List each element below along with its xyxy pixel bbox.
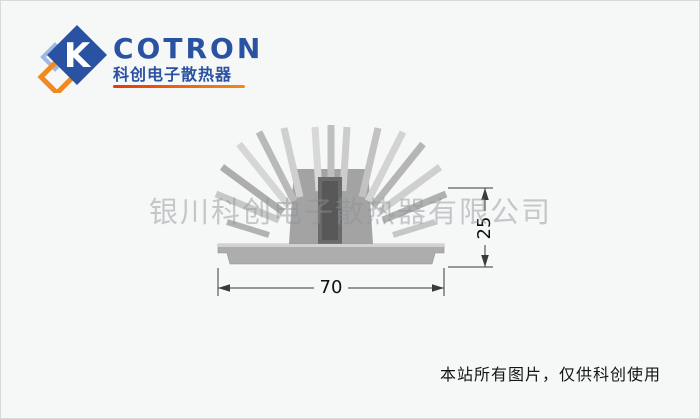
heatsink-fin — [236, 141, 292, 209]
logo-text-block: COTRON 科创电子散热器 — [113, 32, 264, 88]
logo-diamond-blue — [47, 25, 107, 85]
heatsink-fin — [392, 219, 436, 238]
heatsink-fin — [214, 190, 281, 224]
heatsink-fin — [370, 141, 426, 209]
height-label-mask — [474, 211, 495, 245]
heatsink-fin — [376, 164, 443, 215]
heatsink-fin — [364, 130, 407, 203]
heatsink-base-highlight — [218, 244, 444, 247]
heatsink-fin — [280, 127, 304, 198]
arrowhead-left-icon — [218, 284, 230, 292]
brand-underline-accent — [113, 84, 246, 88]
height-dimension-label: 25 — [474, 217, 495, 240]
heatsink-fin — [255, 130, 298, 203]
brand-subtitle: 科创电子散热器 — [113, 64, 263, 88]
footer-notice: 本站所有图片，仅供科创使用 — [439, 365, 661, 384]
heatsink-fin — [339, 126, 351, 192]
width-label-mask — [314, 277, 348, 297]
heatsink-fin — [219, 164, 286, 215]
brand-subtitle-text: 科创电子散热器 — [113, 64, 233, 84]
arrowhead-up-icon — [481, 188, 489, 200]
heatsink-image — [214, 125, 448, 265]
cotron-logo-icon: K — [37, 25, 107, 93]
arrowhead-down-icon — [481, 255, 489, 267]
logo-k-letter: K — [64, 36, 92, 76]
heatsink-fin — [358, 127, 382, 198]
width-dimension-label: 70 — [320, 277, 343, 298]
heatsink-fin — [381, 190, 448, 224]
cotron-logo: K COTRON 科创电子散热器 — [37, 25, 263, 93]
brand-name: COTRON — [113, 32, 264, 66]
heatsink-fin — [226, 219, 270, 238]
heatsink-slot-inner — [322, 181, 338, 240]
arrowhead-right-icon — [432, 284, 444, 292]
